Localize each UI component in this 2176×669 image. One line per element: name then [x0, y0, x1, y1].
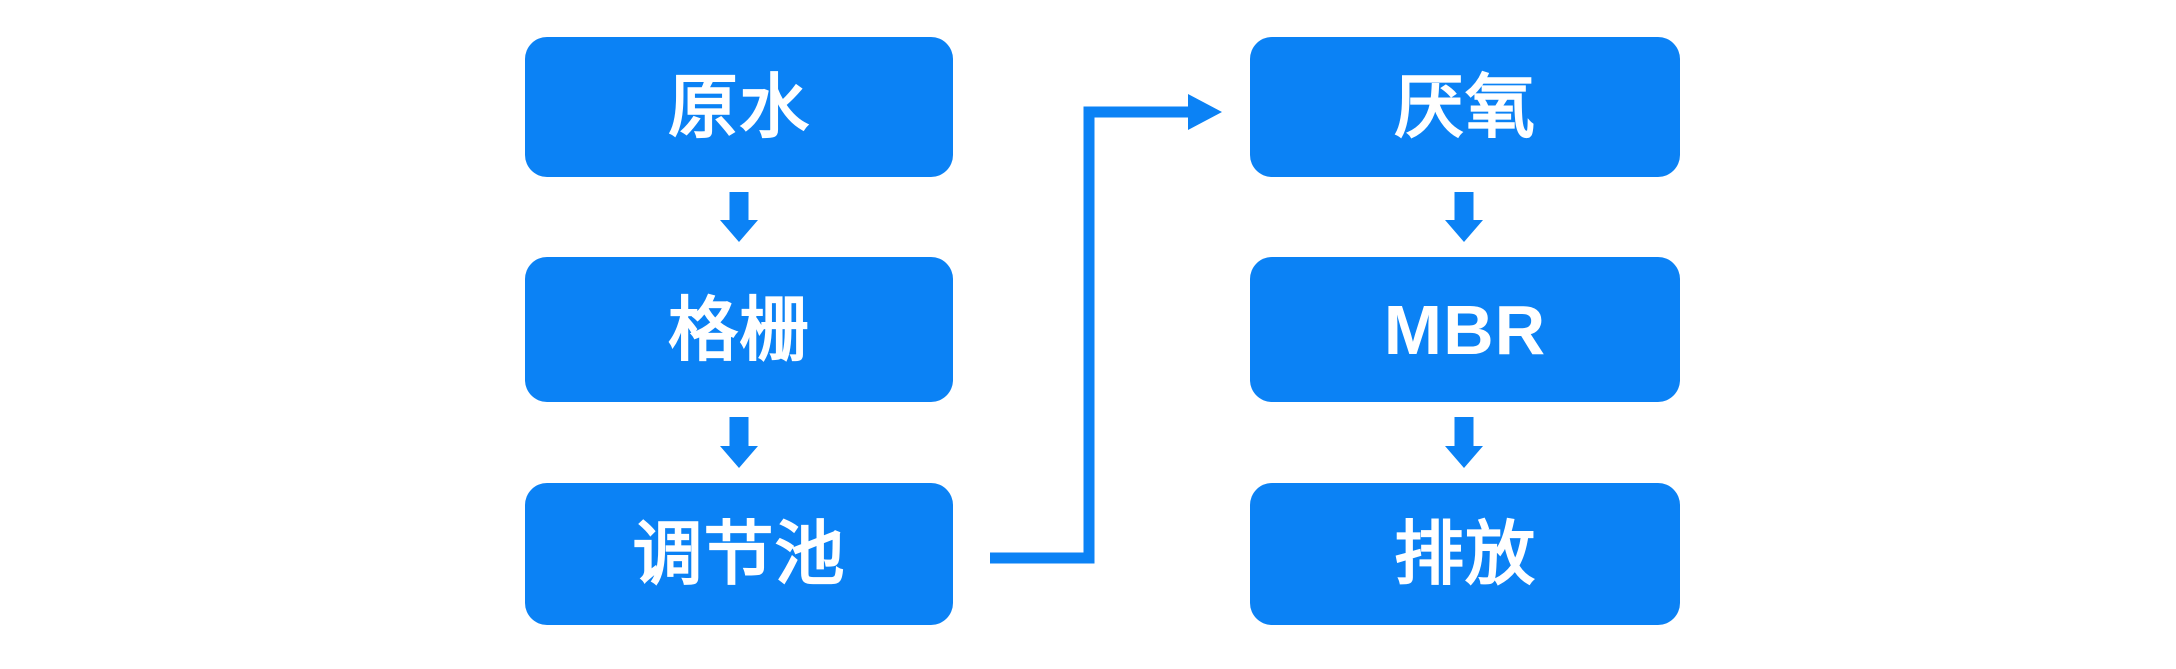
node-regulating-tank-label: 调节池	[632, 515, 846, 593]
right-arrowhead-icon-regulating-tank-to-anaerobic	[1188, 94, 1222, 130]
node-discharge-label: 排放	[1394, 515, 1536, 593]
down-arrow-icon-raw-water-to-bar-screen	[720, 192, 758, 242]
elbow-connector-regulating-tank-to-anaerobic	[990, 106, 1190, 564]
node-regulating-tank: 调节池	[525, 483, 953, 625]
node-raw-water: 原水	[525, 37, 953, 177]
down-arrow-icon-bar-screen-to-regulating-tank	[720, 417, 758, 468]
down-arrow-icon-mbr-to-discharge	[1445, 417, 1483, 468]
node-mbr: MBR	[1250, 257, 1680, 402]
node-anaerobic: 厌氧	[1250, 37, 1680, 177]
node-raw-water-label: 原水	[668, 68, 810, 146]
node-bar-screen-label: 格栅	[668, 290, 810, 369]
down-arrow-icon-anaerobic-to-mbr	[1445, 192, 1483, 242]
node-mbr-label: MBR	[1383, 290, 1547, 369]
node-bar-screen: 格栅	[525, 257, 953, 402]
node-anaerobic-label: 厌氧	[1394, 68, 1536, 146]
node-discharge: 排放	[1250, 483, 1680, 625]
